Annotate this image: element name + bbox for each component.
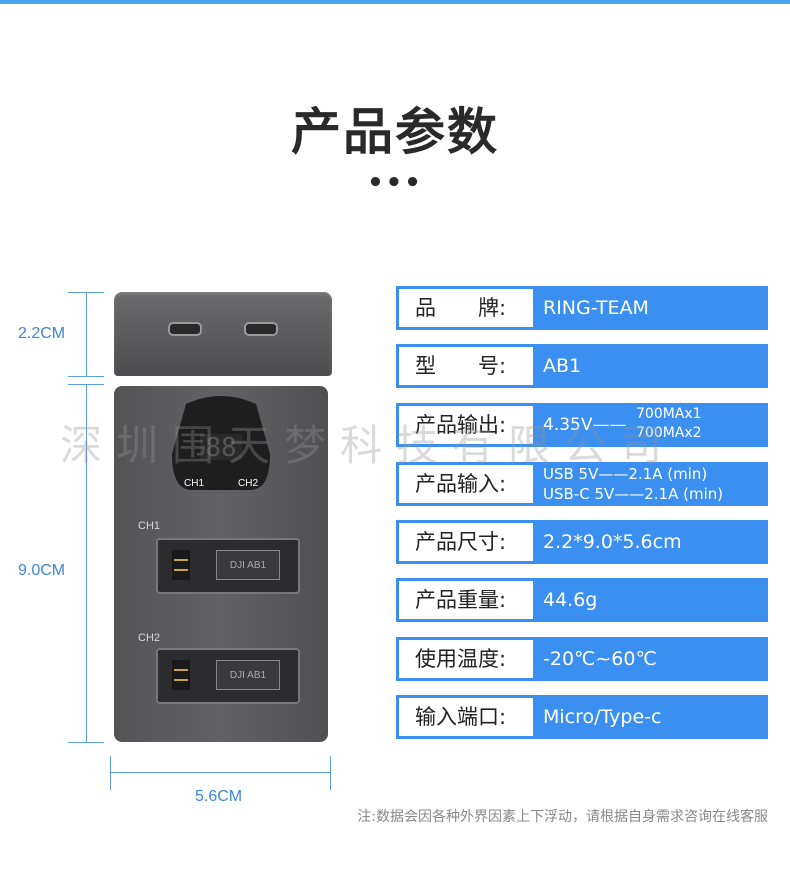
spec-row-model: 型 号: AB1 [396,344,768,388]
spec-value: 2.2*9.0*5.6cm [543,531,682,553]
spec-value: AB1 [543,355,582,377]
spec-row-brand: 品 牌: RING-TEAM [396,286,768,330]
spec-value: RING-TEAM [543,297,649,319]
spec-label: 使用温度: [399,640,533,678]
spec-value: -20℃~60℃ [543,648,657,670]
spec-row-port: 输入端口: Micro/Type-c [396,695,768,739]
display-ch1-label: CH1 [184,478,204,489]
spec-row-weight: 产品重量: 44.6g [396,578,768,622]
spec-value-line: USB-C 5V——2.1A (min) [543,485,724,503]
slot2-label: CH2 [138,632,161,644]
spec-row-size: 产品尺寸: 2.2*9.0*5.6cm [396,520,768,564]
spec-value-extra: 700MAx1 [636,406,702,422]
company-watermark: 深圳围天梦科技有限公司 [60,421,677,470]
usb-c-port [244,322,278,336]
spec-label: 型 号: [399,347,533,385]
charger-body-image: 88 CH1 CH2 CH1 DJI AB1 CH2 DJI AB1 [114,386,328,742]
spec-value: 44.6g [543,589,598,611]
spec-label: 产品尺寸: [399,523,533,561]
dimension-cap-label: 2.2CM [18,325,66,342]
dimension-height-label: 9.0CM [18,562,66,579]
spec-label: 品 牌: [399,289,533,327]
spec-value: Micro/Type-c [543,706,662,728]
battery-slot-2: DJI AB1 [156,648,300,704]
spec-label: 产品输入: [399,465,533,503]
top-accent-line [0,0,790,4]
spec-label: 产品重量: [399,581,533,619]
slot1-label: CH1 [138,520,161,532]
charger-cap-image [114,292,332,376]
spec-label: 产品输出: [399,406,533,444]
micro-usb-port [168,322,202,336]
spec-value-line: USB 5V——2.1A (min) [543,465,708,483]
battery-label-1: DJI AB1 [216,550,280,580]
lcd-digits: 88 [205,433,236,463]
battery-label-2: DJI AB1 [216,660,280,690]
footnote: 注:数据会因各种外界因素上下浮动，请根据自身需求咨询在线客服 [357,809,768,825]
title-ornament-dots: ••• [367,168,423,198]
spec-row-output: 产品输出: 4.35V—— 700MAx1 700MAx2 [396,403,768,447]
display-ch2-label: CH2 [238,478,258,489]
dimension-width-label: 5.6CM [195,788,243,805]
spec-value: 4.35V—— [543,415,627,435]
battery-slot-1: DJI AB1 [156,538,300,594]
page-title: 产品参数 [291,103,499,161]
spec-value-extra: 700MAx2 [636,425,702,441]
lcd-display: 88 CH1 CH2 [172,396,270,490]
spec-row-temperature: 使用温度: -20℃~60℃ [396,637,768,681]
spec-row-input: 产品输入: USB 5V——2.1A (min) USB-C 5V——2.1A … [396,462,768,506]
spec-label: 输入端口: [399,698,533,736]
